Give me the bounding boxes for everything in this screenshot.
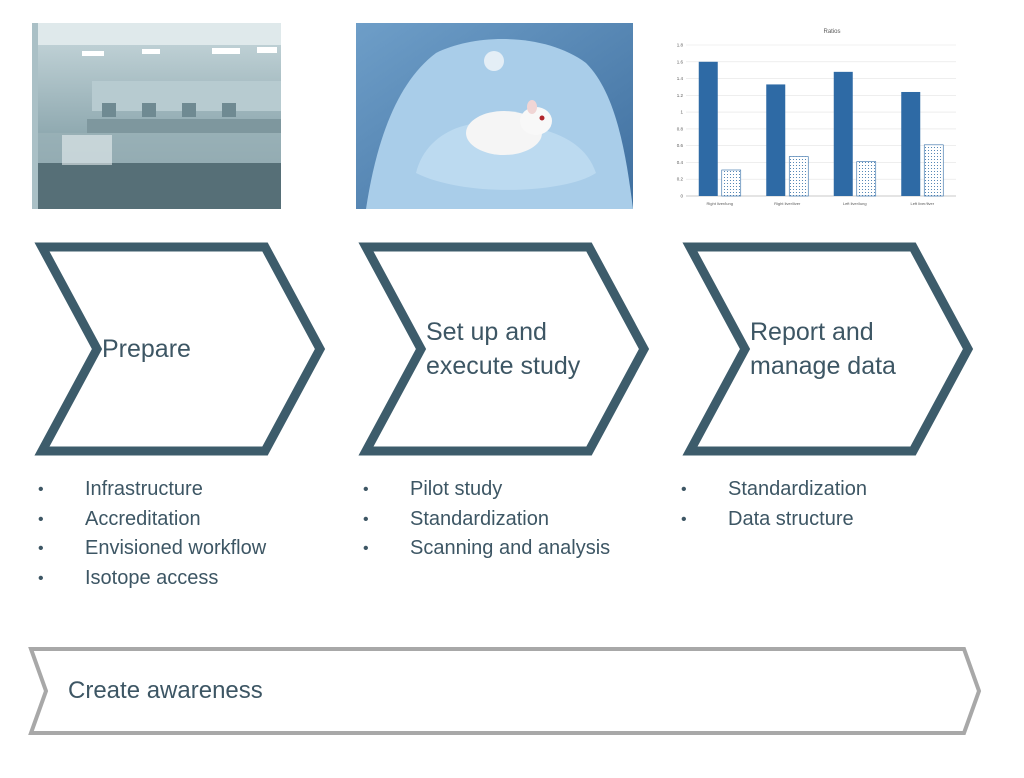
chart-y-tick-label: 0.6 xyxy=(677,143,684,148)
chart-y-tick-label: 1.6 xyxy=(677,59,684,64)
chart-y-tick-label: 1.8 xyxy=(677,43,684,48)
chart-y-tick-label: 1.2 xyxy=(677,93,684,98)
list-item: Envisioned workflow xyxy=(32,534,266,564)
list-item: Accreditation xyxy=(32,505,266,535)
list-item: Scanning and analysis xyxy=(357,534,610,564)
execute-bullet-list: Pilot study Standardization Scanning and… xyxy=(357,475,610,564)
chart-title: Ratios xyxy=(823,29,840,35)
step-label: Set up and execute study xyxy=(426,240,596,458)
step-execute-study: Set up and execute study xyxy=(356,240,656,458)
chart-x-ticks: Right liver/lung Right liver/liver Left li… xyxy=(707,201,935,206)
laboratory-room-photo xyxy=(32,23,281,209)
awareness-label: Create awareness xyxy=(68,646,263,736)
chart-bar xyxy=(699,62,718,196)
chart-bar xyxy=(722,170,741,196)
create-awareness-arrow: Create awareness xyxy=(28,646,983,736)
list-item: Infrastructure xyxy=(32,475,266,505)
chart-bar xyxy=(789,157,808,196)
chart-x-tick-label: Left liver/lung xyxy=(843,201,867,206)
chart-y-tick-label: 1 xyxy=(680,110,683,115)
chart-x-tick-label: Right liver/lung xyxy=(707,201,733,206)
report-bullet-list: Standardization Data structure xyxy=(675,475,867,534)
chart-y-ticks: 0 0.2 0.4 0.6 0.8 1 1.2 1.4 1.6 1.8 xyxy=(677,43,684,199)
step-report-data: Report and manage data xyxy=(680,240,980,458)
chart-y-tick-label: 0.8 xyxy=(677,126,684,131)
chart-bar xyxy=(857,162,876,196)
chart-y-tick-label: 0.2 xyxy=(677,177,684,182)
step-label: Report and manage data xyxy=(750,240,920,458)
chart-x-tick-label: Right liver/liver xyxy=(774,201,801,206)
chart-bar xyxy=(901,92,920,196)
chart-bar xyxy=(766,84,785,196)
list-item: Pilot study xyxy=(357,475,610,505)
step-label: Prepare xyxy=(102,240,272,458)
chart-y-tick-label: 1.4 xyxy=(677,76,684,81)
list-item: Data structure xyxy=(675,505,867,535)
chart-bar xyxy=(834,72,853,196)
list-item: Isotope access xyxy=(32,564,266,594)
list-item: Standardization xyxy=(675,475,867,505)
step-prepare: Prepare xyxy=(32,240,332,458)
chart-y-tick-label: 0 xyxy=(680,194,683,199)
gloved-hands-holding-mouse-photo xyxy=(356,23,633,209)
ratios-bar-chart: Ratios 0 0.2 0.4 0.6 0.8 1 1.2 1.4 1.6 1.8 Right … xyxy=(672,23,962,213)
chart-x-tick-label: Left liver/liver xyxy=(910,201,934,206)
chart-bar xyxy=(924,145,943,196)
chart-y-tick-label: 0.4 xyxy=(677,160,684,165)
prepare-bullet-list: Infrastructure Accreditation Envisioned … xyxy=(32,475,266,593)
list-item: Standardization xyxy=(357,505,610,535)
